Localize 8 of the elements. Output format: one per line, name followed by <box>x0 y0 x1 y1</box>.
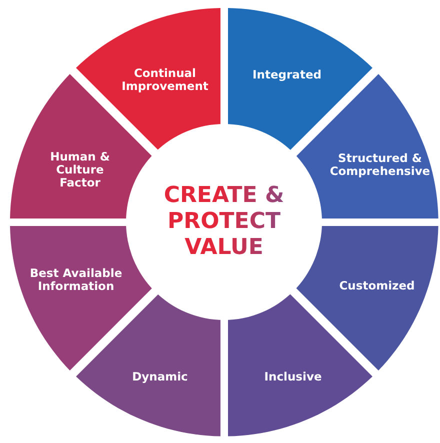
segment-label: Integrated <box>252 68 322 82</box>
segment-label: Continual Improvement <box>120 66 210 93</box>
segment-label: Human & Culture Factor <box>49 150 111 190</box>
segment-label: Customized <box>338 280 416 292</box>
segment-label: Structured & Comprehensive <box>328 152 432 178</box>
segment-label: Dynamic <box>131 370 189 384</box>
segment-label: Inclusive <box>263 370 323 384</box>
segment-label: Best Available Information <box>28 267 124 293</box>
